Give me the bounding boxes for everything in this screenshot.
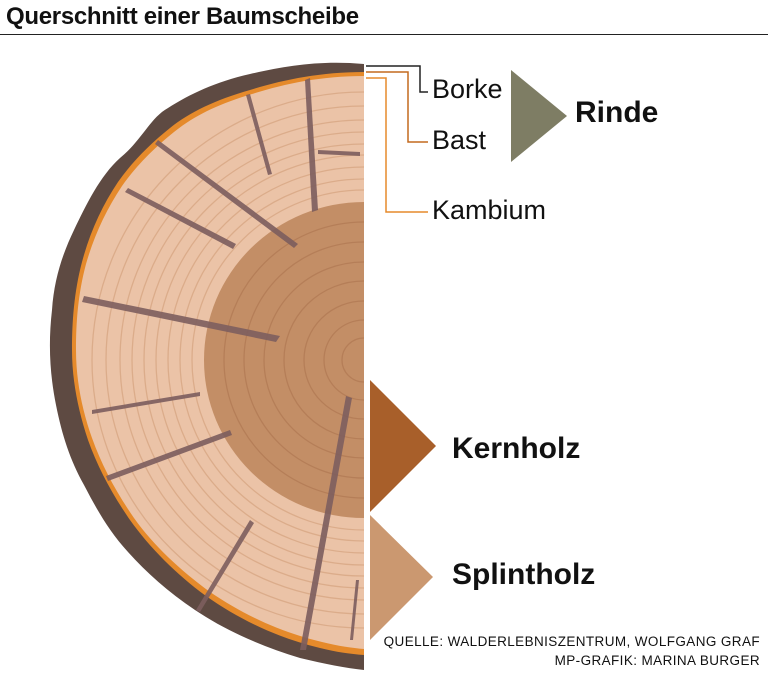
splintholz-marker bbox=[370, 515, 433, 640]
label-splintholz: Splintholz bbox=[452, 558, 596, 591]
title-rule bbox=[0, 34, 768, 35]
leader-borke bbox=[366, 65, 428, 93]
leader-bast bbox=[366, 71, 428, 143]
credit-graphic: MP-GRAFIK: MARINA BURGER bbox=[554, 653, 760, 668]
kernholz-marker bbox=[370, 380, 436, 512]
rinde-marker bbox=[511, 70, 567, 162]
page-title: Querschnitt einer Baumscheibe bbox=[6, 3, 359, 30]
label-kambium: Kambium bbox=[432, 195, 547, 225]
leader-kambium bbox=[366, 77, 428, 213]
radial-cracks bbox=[82, 78, 360, 650]
heartwood-area bbox=[204, 202, 364, 518]
label-kernholz: Kernholz bbox=[452, 432, 581, 465]
credit-source: QUELLE: WALDERLEBNISZENTRUM, WOLFGANG GR… bbox=[383, 634, 760, 649]
label-bast: Bast bbox=[432, 125, 487, 155]
label-borke: Borke bbox=[432, 74, 503, 104]
label-rinde: Rinde bbox=[575, 96, 659, 129]
